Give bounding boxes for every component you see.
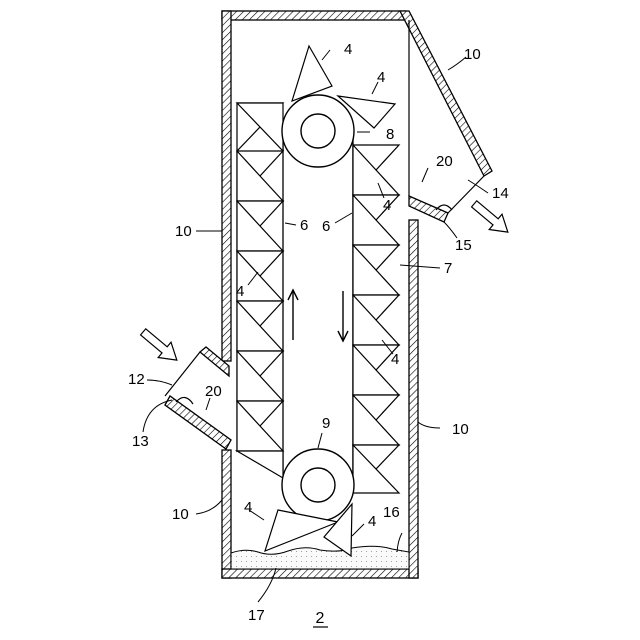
down-arrow-icon (338, 291, 348, 341)
label-material-bottom-2: 4 (368, 513, 376, 530)
label-sediment: 16 (383, 504, 400, 521)
figure-label: 2 (316, 610, 325, 627)
casing-left-wall-upper (222, 11, 231, 361)
outlet-lower-lip (409, 196, 448, 222)
label-material-top-2: 4 (377, 69, 385, 86)
casing-left-wall-lower (222, 450, 231, 578)
upper-pulley (282, 95, 354, 167)
blade (237, 451, 283, 478)
up-arrow-icon (288, 290, 298, 340)
label-chute-out: 10 (464, 46, 481, 63)
label-plate-inlet: 20 (205, 383, 222, 400)
label-inner-space: 7 (444, 260, 452, 277)
casing-top-wall (222, 11, 406, 20)
casing-right-wall (409, 220, 418, 578)
label-casing-right: 10 (452, 421, 469, 438)
label-casing-left-lower: 10 (172, 506, 189, 523)
label-bottom-wall: 17 (248, 607, 265, 624)
label-upper-pulley: 8 (386, 126, 394, 143)
outlet-chute-wall (400, 11, 492, 176)
label-plate-outlet: 20 (436, 153, 453, 170)
inlet-flow-arrow-icon (137, 324, 184, 368)
label-blade-right-upper: 4 (383, 197, 391, 214)
label-material-top-1: 4 (344, 41, 352, 58)
label-lower-pulley: 9 (322, 415, 330, 432)
label-inlet-hopper: 12 (128, 371, 145, 388)
label-casing-left-upper: 10 (175, 223, 192, 240)
label-outlet-hopper: 14 (492, 185, 509, 202)
label-blade-left: 4 (236, 283, 244, 300)
label-outlet-opening: 15 (455, 237, 472, 254)
lower-pulley (282, 449, 354, 521)
label-belt-right: 6 (322, 218, 330, 235)
label-belt-left: 6 (300, 217, 308, 234)
label-inlet-opening: 13 (132, 433, 149, 450)
inlet-lower-lip (165, 396, 231, 449)
blades-right (353, 145, 399, 493)
outlet-flow-arrow-icon (468, 196, 515, 240)
casing-bottom-wall (222, 569, 418, 578)
label-material-bottom-1: 4 (244, 499, 252, 516)
belt-direction-arrows (288, 290, 348, 341)
sediment-layer (231, 546, 409, 569)
label-blade-right-mid: 4 (391, 351, 399, 368)
